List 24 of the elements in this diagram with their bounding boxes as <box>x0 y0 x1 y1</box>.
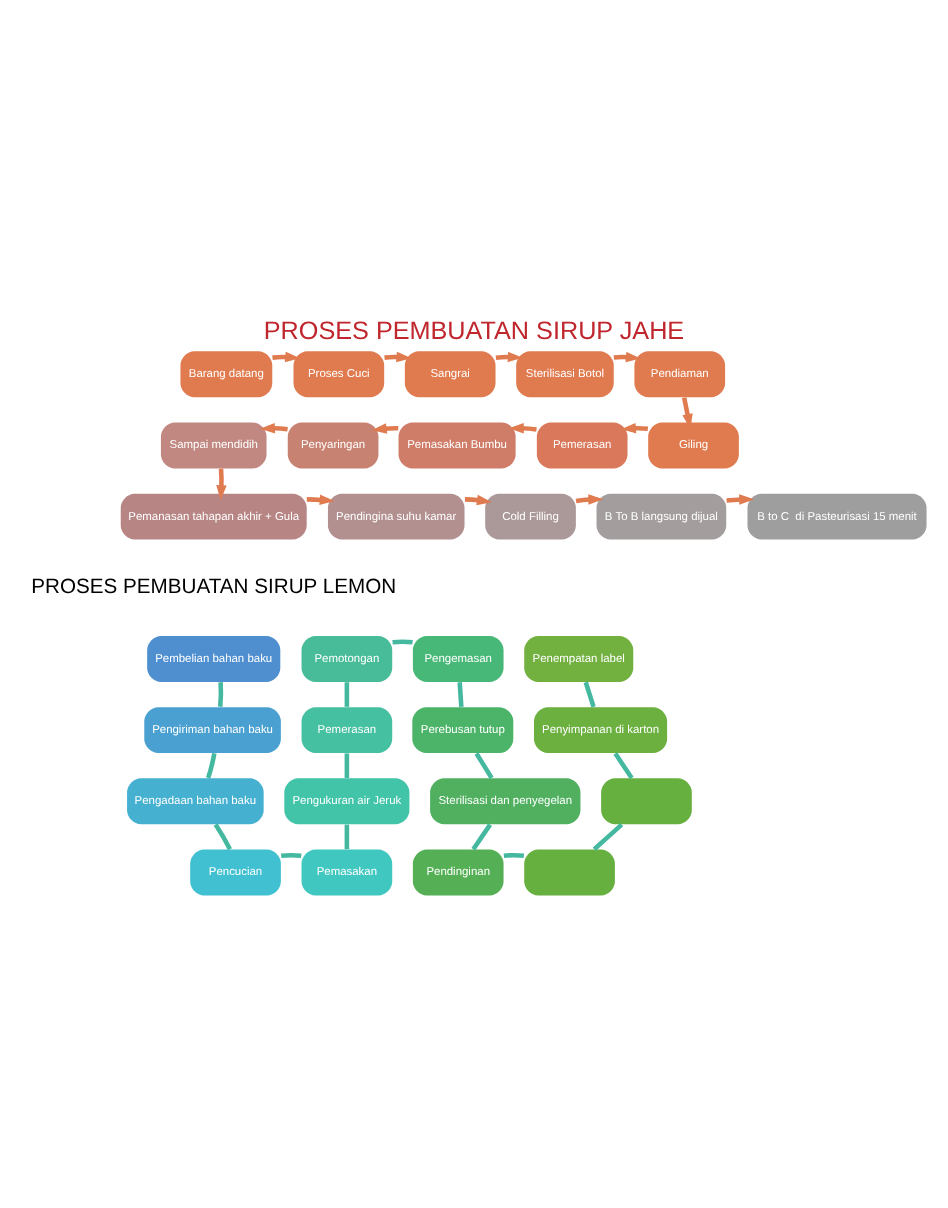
connector <box>217 681 224 707</box>
connector <box>457 681 464 706</box>
connector <box>344 681 350 706</box>
label: PROSES PEMBUATAN SIRUP LEMON <box>31 575 397 598</box>
connector <box>344 823 350 849</box>
arrow <box>620 421 649 433</box>
connector <box>474 751 494 779</box>
connector <box>344 752 350 777</box>
connector <box>583 680 596 707</box>
connector <box>592 821 624 850</box>
connector <box>503 851 525 858</box>
arrow <box>681 396 693 428</box>
connector <box>213 822 232 850</box>
diagram-title: PROSES PEMBUATAN SIRUP JAHE <box>263 316 685 345</box>
connector <box>613 751 634 779</box>
node-box <box>524 848 615 895</box>
arrow <box>371 422 399 433</box>
connector <box>281 851 302 858</box>
arrow <box>216 467 227 500</box>
connector <box>392 638 413 644</box>
connector <box>206 752 217 778</box>
arrow <box>306 493 335 505</box>
connector <box>471 822 493 850</box>
node-box <box>601 777 692 824</box>
